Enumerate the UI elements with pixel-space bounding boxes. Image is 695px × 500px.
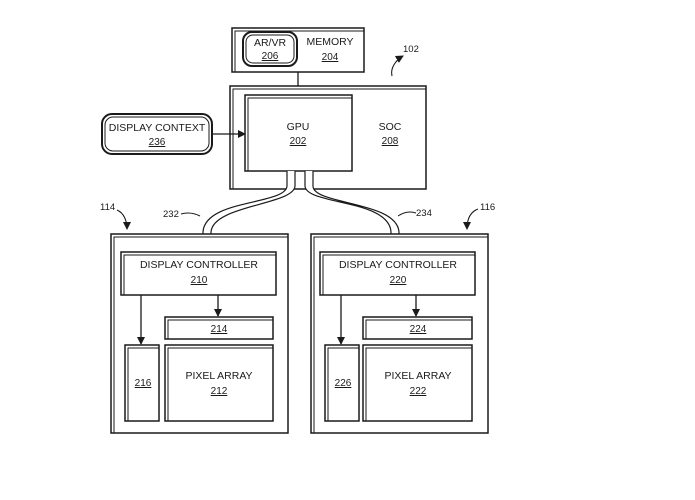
column-driver-216-ref: 216	[135, 378, 152, 389]
pixel-array-212-label: PIXEL ARRAY	[185, 370, 252, 382]
display-right-tag: 116	[463, 202, 495, 230]
display-context-label: DISPLAY CONTEXT	[109, 122, 206, 134]
display-context-block: DISPLAY CONTEXT 236	[101, 113, 213, 155]
soc-ref: 208	[382, 136, 399, 147]
pixel-array-212-ref: 212	[211, 386, 228, 397]
column-driver-226: 226	[324, 344, 360, 422]
link-right-tag-label: 234	[416, 208, 432, 219]
gpu-label: GPU	[287, 121, 310, 133]
display-right-controller-label: DISPLAY CONTROLLER	[339, 259, 457, 271]
display-left-controller-label: DISPLAY CONTROLLER	[140, 259, 258, 271]
display-right-unit: DISPLAY CONTROLLER 220 224 226 PIXEL ARR…	[310, 233, 489, 434]
display-left-controller: DISPLAY CONTROLLER 210	[120, 251, 277, 296]
pixel-array-222-ref: 222	[410, 386, 427, 397]
memory-label: MEMORY	[306, 36, 353, 48]
link-left-tag: 232	[163, 209, 201, 220]
display-right-controller-ref: 220	[390, 275, 407, 286]
display-left-tag: 114	[100, 202, 131, 230]
row-driver-214: 214	[164, 316, 274, 340]
soc-tag-label: 102	[403, 44, 419, 55]
pixel-array-222-label: PIXEL ARRAY	[384, 370, 451, 382]
display-left-tag-label: 114	[100, 202, 115, 213]
arvr-ref: 206	[262, 51, 279, 62]
row-driver-224-ref: 224	[410, 324, 427, 335]
gpu-ref: 202	[290, 136, 307, 147]
display-left-controller-ref: 210	[191, 275, 208, 286]
arvr-label: AR/VR	[254, 37, 287, 49]
display-right-controller: DISPLAY CONTROLLER 220	[319, 251, 476, 296]
column-driver-226-ref: 226	[335, 378, 352, 389]
soc-label: SOC	[379, 121, 402, 133]
display-right-tag-label: 116	[480, 202, 495, 213]
row-driver-214-ref: 214	[211, 324, 228, 335]
link-left-tag-label: 232	[163, 209, 179, 220]
pixel-array-222: PIXEL ARRAY 222	[362, 344, 473, 422]
column-driver-216: 216	[124, 344, 160, 422]
soc-tag: 102	[391, 44, 419, 77]
arvr-block: AR/VR 206	[242, 31, 298, 67]
pixel-array-212: PIXEL ARRAY 212	[164, 344, 274, 422]
display-context-ref: 236	[149, 137, 166, 148]
display-left-unit: DISPLAY CONTROLLER 210 214 216 PIXEL ARR…	[110, 233, 289, 434]
link-right-tag: 234	[397, 208, 432, 219]
row-driver-224: 224	[362, 316, 473, 340]
memory-ref: 204	[322, 52, 339, 63]
gpu-block: GPU 202	[244, 94, 353, 172]
